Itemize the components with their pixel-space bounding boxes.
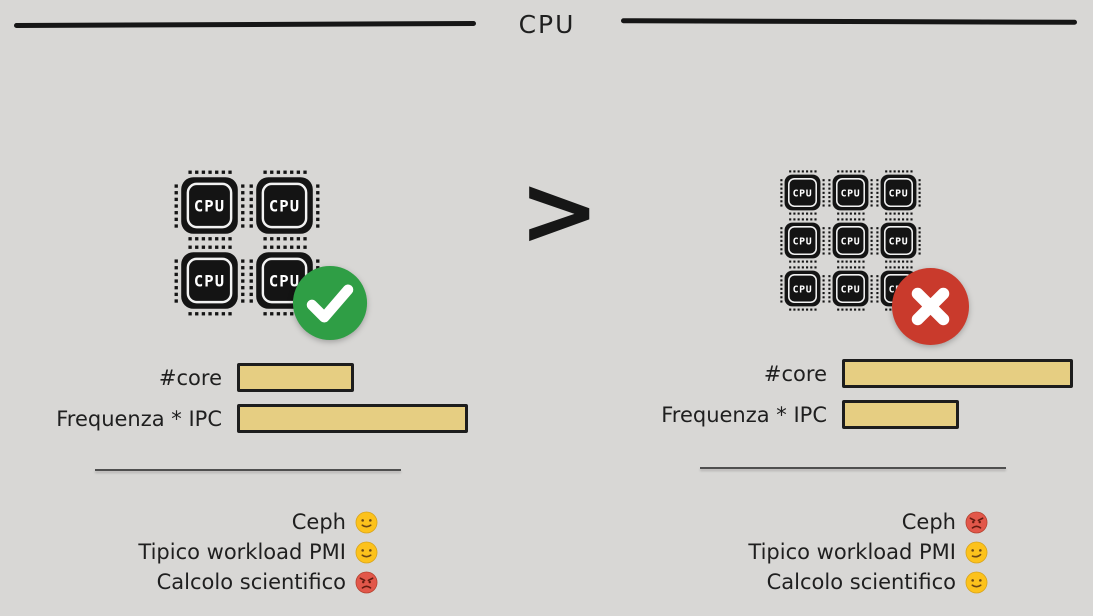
mood-label: Tipico workload PMI bbox=[138, 540, 346, 564]
svg-text:CPU: CPU bbox=[889, 188, 909, 199]
cpu-chip-icon: CPU bbox=[876, 170, 921, 215]
angry-emoji-icon bbox=[355, 571, 378, 594]
svg-text:CPU: CPU bbox=[269, 198, 300, 216]
mood-row: Ceph bbox=[650, 511, 988, 534]
svg-text:CPU: CPU bbox=[793, 284, 813, 295]
mood-label: Calcolo scientifico bbox=[766, 570, 956, 594]
svg-text:CPU: CPU bbox=[269, 273, 300, 291]
header-rule-left bbox=[13, 20, 477, 29]
cpu-chip-icon: CPU bbox=[174, 170, 245, 241]
cpu-chip-icon: CPU bbox=[780, 266, 825, 311]
angry-emoji-icon bbox=[965, 511, 988, 534]
value-bar bbox=[842, 359, 1073, 388]
cpu-chip-icon: CPU bbox=[249, 170, 320, 241]
bar-row: #core bbox=[606, 359, 1073, 388]
svg-text:CPU: CPU bbox=[793, 236, 813, 247]
bar-label: Frequenza * IPC bbox=[661, 402, 827, 427]
bar-row: #core bbox=[0, 363, 468, 392]
bar-label: #core bbox=[763, 361, 827, 386]
svg-text:CPU: CPU bbox=[841, 188, 861, 199]
mood-label: Calcolo scientifico bbox=[156, 570, 346, 594]
mood-row: Ceph bbox=[40, 511, 378, 534]
cpu-chip-icon: CPU bbox=[780, 170, 825, 215]
mood-label: Tipico workload PMI bbox=[748, 540, 956, 564]
check-icon bbox=[292, 265, 368, 341]
svg-text:CPU: CPU bbox=[841, 236, 861, 247]
mood-label: Ceph bbox=[901, 510, 956, 534]
mood-row: Calcolo scientifico bbox=[40, 571, 378, 594]
page-title: CPU bbox=[518, 10, 576, 39]
value-bar bbox=[842, 400, 959, 429]
cpu-chip-icon: CPU bbox=[174, 245, 245, 316]
cpu-chip-icon: CPU bbox=[828, 218, 873, 263]
value-bar bbox=[237, 404, 468, 433]
svg-text:CPU: CPU bbox=[841, 284, 861, 295]
header-rule-right bbox=[620, 18, 1078, 25]
slightly-smiling-emoji-icon bbox=[355, 541, 378, 564]
cpu-chip-icon: CPU bbox=[828, 170, 873, 215]
bar-row: Frequenza * IPC bbox=[606, 400, 1073, 429]
mood-row: Tipico workload PMI bbox=[40, 541, 378, 564]
greater-than-symbol: > bbox=[519, 155, 600, 267]
slightly-smiling-emoji-icon bbox=[355, 511, 378, 534]
svg-text:CPU: CPU bbox=[889, 236, 909, 247]
svg-text:CPU: CPU bbox=[194, 198, 225, 216]
bar-label: Frequenza * IPC bbox=[56, 406, 222, 431]
svg-text:CPU: CPU bbox=[194, 273, 225, 291]
cpu-chip-icon: CPU bbox=[828, 266, 873, 311]
value-bar bbox=[237, 363, 354, 392]
mood-row: Calcolo scientifico bbox=[650, 571, 988, 594]
mood-row: Tipico workload PMI bbox=[650, 541, 988, 564]
cpu-chip-icon: CPU bbox=[876, 218, 921, 263]
divider-right bbox=[700, 467, 1006, 469]
bar-row: Frequenza * IPC bbox=[0, 404, 468, 433]
mood-label: Ceph bbox=[291, 510, 346, 534]
cross-icon bbox=[891, 267, 970, 346]
svg-text:CPU: CPU bbox=[793, 188, 813, 199]
cpu-chip-icon: CPU bbox=[780, 218, 825, 263]
cpu-grid-left: CPU CPU CPU CPU bbox=[174, 170, 320, 316]
slightly-smiling-emoji-icon bbox=[965, 571, 988, 594]
smirk-emoji-icon bbox=[965, 541, 988, 564]
divider-left bbox=[95, 469, 401, 471]
bar-label: #core bbox=[158, 365, 222, 390]
